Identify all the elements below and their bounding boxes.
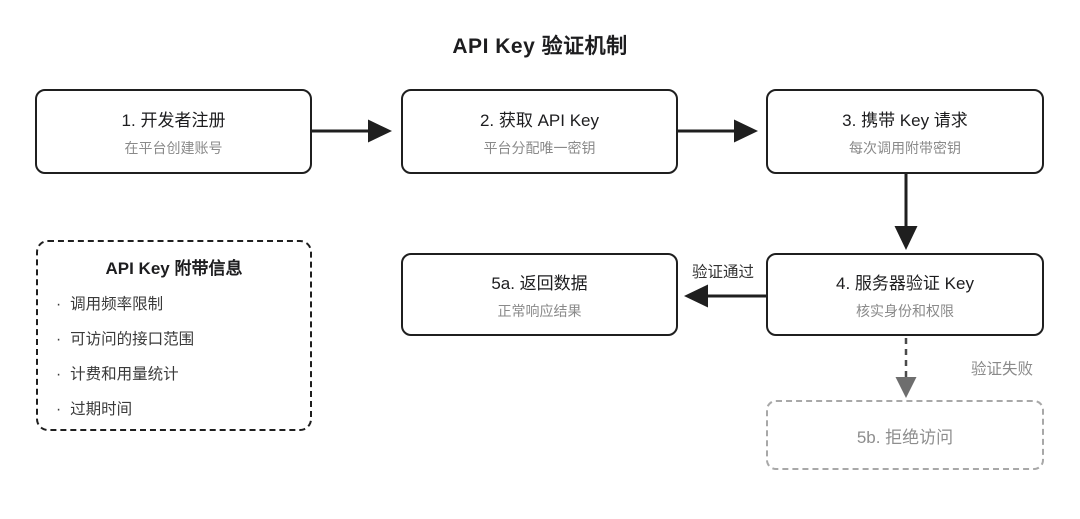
info-item: · 可访问的接口范围 [54, 322, 294, 357]
node-title: 5b. 拒绝访问 [856, 427, 954, 447]
node-subtitle: 每次调用附带密钥 [849, 139, 961, 156]
info-item: · 计费和用量统计 [54, 357, 294, 392]
info-item-label: 过期时间 [70, 401, 133, 418]
node-title: 4. 服务器验证 Key [836, 273, 974, 293]
node-step5a-return-data: 5a. 返回数据 正常响应结果 [401, 253, 678, 336]
info-item-label: 调用频率限制 [70, 296, 164, 313]
bullet-dot: · [56, 366, 62, 383]
node-title: 2. 获取 API Key [479, 110, 600, 130]
node-step2-get-api-key: 2. 获取 API Key 平台分配唯一密钥 [401, 89, 678, 174]
arrow-step4-to-step5b-dashed [895, 338, 917, 398]
arrow-step1-to-step2 [312, 119, 392, 143]
node-subtitle: 平台分配唯一密钥 [483, 139, 596, 156]
info-item-label: 可访问的接口范围 [70, 331, 195, 348]
node-title: 3. 携带 Key 请求 [842, 110, 968, 130]
bullet-dot: · [56, 331, 62, 348]
arrow-step2-to-step3 [678, 119, 758, 143]
info-item-label: 计费和用量统计 [70, 366, 179, 383]
edge-label-verify-fail: 验证失败 [970, 361, 1033, 378]
node-step5b-access-denied: 5b. 拒绝访问 [766, 400, 1044, 470]
arrow-step3-to-step4 [894, 174, 918, 250]
node-title: 1. 开发者注册 [121, 110, 226, 130]
node-subtitle: 正常响应结果 [497, 302, 582, 319]
info-item: · 过期时间 [54, 392, 294, 427]
node-step1-developer-register: 1. 开发者注册 在平台创建账号 [35, 89, 312, 174]
node-title: 5a. 返回数据 [491, 273, 588, 293]
arrow-step4-to-step5a [684, 284, 766, 308]
node-step3-request-with-key: 3. 携带 Key 请求 每次调用附带密钥 [766, 89, 1044, 174]
edge-label-verify-pass: 验证通过 [691, 264, 754, 281]
page-title: API Key 验证机制 [452, 35, 628, 58]
node-subtitle: 在平台创建账号 [124, 139, 223, 156]
info-item: · 调用频率限制 [54, 287, 294, 322]
info-box-title: API Key 附带信息 [105, 259, 243, 278]
bullet-dot: · [56, 296, 62, 313]
node-subtitle: 核实身份和权限 [856, 302, 954, 319]
bullet-dot: · [56, 401, 62, 418]
node-step4-server-verify-key: 4. 服务器验证 Key 核实身份和权限 [766, 253, 1044, 336]
api-key-info-box: API Key 附带信息 ·调用频率限制 ·可访问的接口范围 ·计费和用量统计 … [36, 240, 312, 431]
